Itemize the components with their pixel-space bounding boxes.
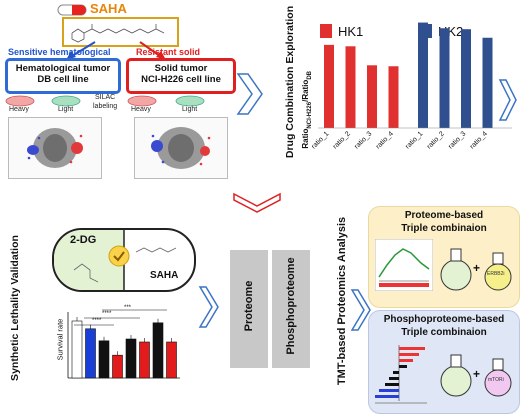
split-arrows-icon bbox=[66, 41, 166, 60]
chevron-right-icon-far bbox=[498, 79, 517, 121]
tick-label-5: ratio_1 bbox=[404, 130, 424, 150]
sensitive-label: Sensitive hematological bbox=[8, 47, 111, 57]
erbb2i-label: ERBB2i bbox=[487, 271, 505, 277]
survival-bar-1 bbox=[71, 320, 83, 379]
chevron-down-icon bbox=[233, 192, 281, 213]
bar-HK1-1 bbox=[324, 44, 334, 128]
saha-2dg-flask-icon bbox=[440, 248, 472, 291]
solid-box: Solid tumor NCI-H226 cell line bbox=[126, 58, 236, 94]
chevron-right-icon-bottom-mid bbox=[350, 289, 371, 331]
enrichment-plot-icon bbox=[375, 239, 433, 291]
heavy-label-right: Heavy bbox=[131, 106, 151, 113]
survival-bar-6 bbox=[139, 341, 150, 379]
proteome-panel-title2: Triple combinaion bbox=[401, 223, 487, 234]
bar-HK2-2 bbox=[439, 28, 450, 128]
solid-line1: Solid tumor bbox=[154, 63, 208, 74]
tick-label-8: ratio_4 bbox=[469, 130, 489, 150]
silac-label: SILAC labeling bbox=[93, 93, 117, 111]
solid-line2: NCI-H226 cell line bbox=[141, 74, 221, 85]
ylabel-mid: /Ratio bbox=[301, 79, 311, 102]
erbb2i-flask-icon bbox=[484, 252, 512, 291]
bar-HK1-2 bbox=[345, 46, 356, 128]
legend-swatch-1 bbox=[320, 24, 332, 38]
top-right-panel: Drug Combination Exploration RatioNCI-H2… bbox=[272, 0, 520, 200]
sig-2: **** bbox=[102, 311, 112, 317]
tick-label-3: ratio_3 bbox=[353, 130, 373, 150]
drug-saha-label: SAHA bbox=[150, 270, 179, 281]
pill-icon bbox=[57, 4, 87, 16]
drug-name: SAHA bbox=[90, 1, 127, 16]
phosphoproteome-label: Phosphoproteome bbox=[285, 257, 297, 355]
chevron-right-icon-bottom-left bbox=[198, 286, 219, 328]
bar-HK2-3 bbox=[461, 29, 471, 129]
silac-line1: SILAC bbox=[94, 94, 116, 101]
tick-label-2: ratio_2 bbox=[332, 130, 352, 150]
hematological-line1: Hematological tumor bbox=[15, 63, 111, 74]
volcano-plot-right bbox=[134, 117, 228, 179]
culture-dishes-icon bbox=[5, 95, 205, 107]
survival-bar-7 bbox=[152, 322, 164, 379]
proteome-panel-title1: Proteome-based bbox=[404, 210, 484, 221]
legend-label-1: HK1 bbox=[338, 24, 363, 39]
light-label-left: Light bbox=[58, 106, 74, 113]
proteome-combination-panel: Proteome-based Triple combinaion + ERBB2… bbox=[368, 206, 520, 308]
chart-title: Drug Combination Exploration bbox=[284, 5, 296, 159]
tmt-label: TMT-based Proteomics Analysis bbox=[336, 216, 348, 386]
saha-structure-box bbox=[62, 17, 179, 47]
tick-label-6: ratio_2 bbox=[426, 130, 446, 150]
saha-structure-icon bbox=[71, 24, 165, 43]
silac-line2: labeling bbox=[93, 103, 118, 110]
hematological-box: Hematological tumor DB cell line bbox=[5, 58, 121, 94]
volcano-plot-left bbox=[8, 117, 102, 179]
phospho-panel-title1: Phosphoproteome-based bbox=[383, 314, 505, 325]
chevron-right-icon-top bbox=[236, 73, 263, 115]
proteome-box: Proteome bbox=[230, 250, 268, 368]
top-left-panel: SAHA Sensitive hematological Resistant s… bbox=[0, 0, 240, 190]
hematological-line2: DB cell line bbox=[37, 74, 89, 85]
panel2-plus: + bbox=[473, 367, 481, 381]
bar-HK2-4 bbox=[482, 37, 493, 128]
heavy-label-left: Heavy bbox=[9, 106, 29, 113]
survival-bar-5 bbox=[125, 338, 137, 379]
synthetic-lethality-title: Synthetic Lethality Validation bbox=[9, 235, 21, 381]
drug-2dg-label: 2-DG bbox=[70, 234, 97, 246]
mtori-flask-icon bbox=[484, 358, 512, 397]
sig-3: **** bbox=[92, 318, 102, 324]
bar-HK1-4 bbox=[388, 66, 399, 128]
mtori-label: mTORi bbox=[488, 377, 504, 383]
light-label-right: Light bbox=[182, 106, 198, 113]
resistant-label: Resistant solid bbox=[136, 47, 201, 57]
phosphoproteome-box: Phosphoproteome bbox=[272, 250, 310, 368]
survival-bar-3 bbox=[98, 340, 110, 379]
panel1-plus: + bbox=[473, 261, 481, 275]
tick-label-4: ratio_4 bbox=[375, 130, 395, 150]
bar-HK2-1 bbox=[418, 22, 428, 128]
survival-bar-8 bbox=[166, 341, 177, 379]
bottom-left-panel: Synthetic Lethality Validation 2-DG SAHA… bbox=[0, 210, 215, 415]
bar-HK1-3 bbox=[367, 65, 377, 128]
tick-label-7: ratio_3 bbox=[447, 130, 467, 150]
saha-2dg-flask-icon-2 bbox=[440, 354, 472, 397]
tick-label-1: ratio_1 bbox=[312, 130, 330, 150]
sig-1: *** bbox=[124, 305, 132, 311]
phospho-bar-icon bbox=[375, 345, 427, 404]
survival-bar-2 bbox=[85, 328, 96, 379]
phospho-panel-title2: Triple combinaion bbox=[401, 327, 487, 338]
check-circle-icon bbox=[108, 245, 130, 267]
ylabel-ratio: Ratio bbox=[301, 128, 311, 149]
survival-bar-4 bbox=[112, 354, 123, 379]
survival-bar-chart bbox=[67, 309, 180, 379]
proteome-label: Proteome bbox=[243, 280, 255, 332]
phospho-combination-panel: Phosphoproteome-based Triple combinaion … bbox=[368, 310, 520, 414]
